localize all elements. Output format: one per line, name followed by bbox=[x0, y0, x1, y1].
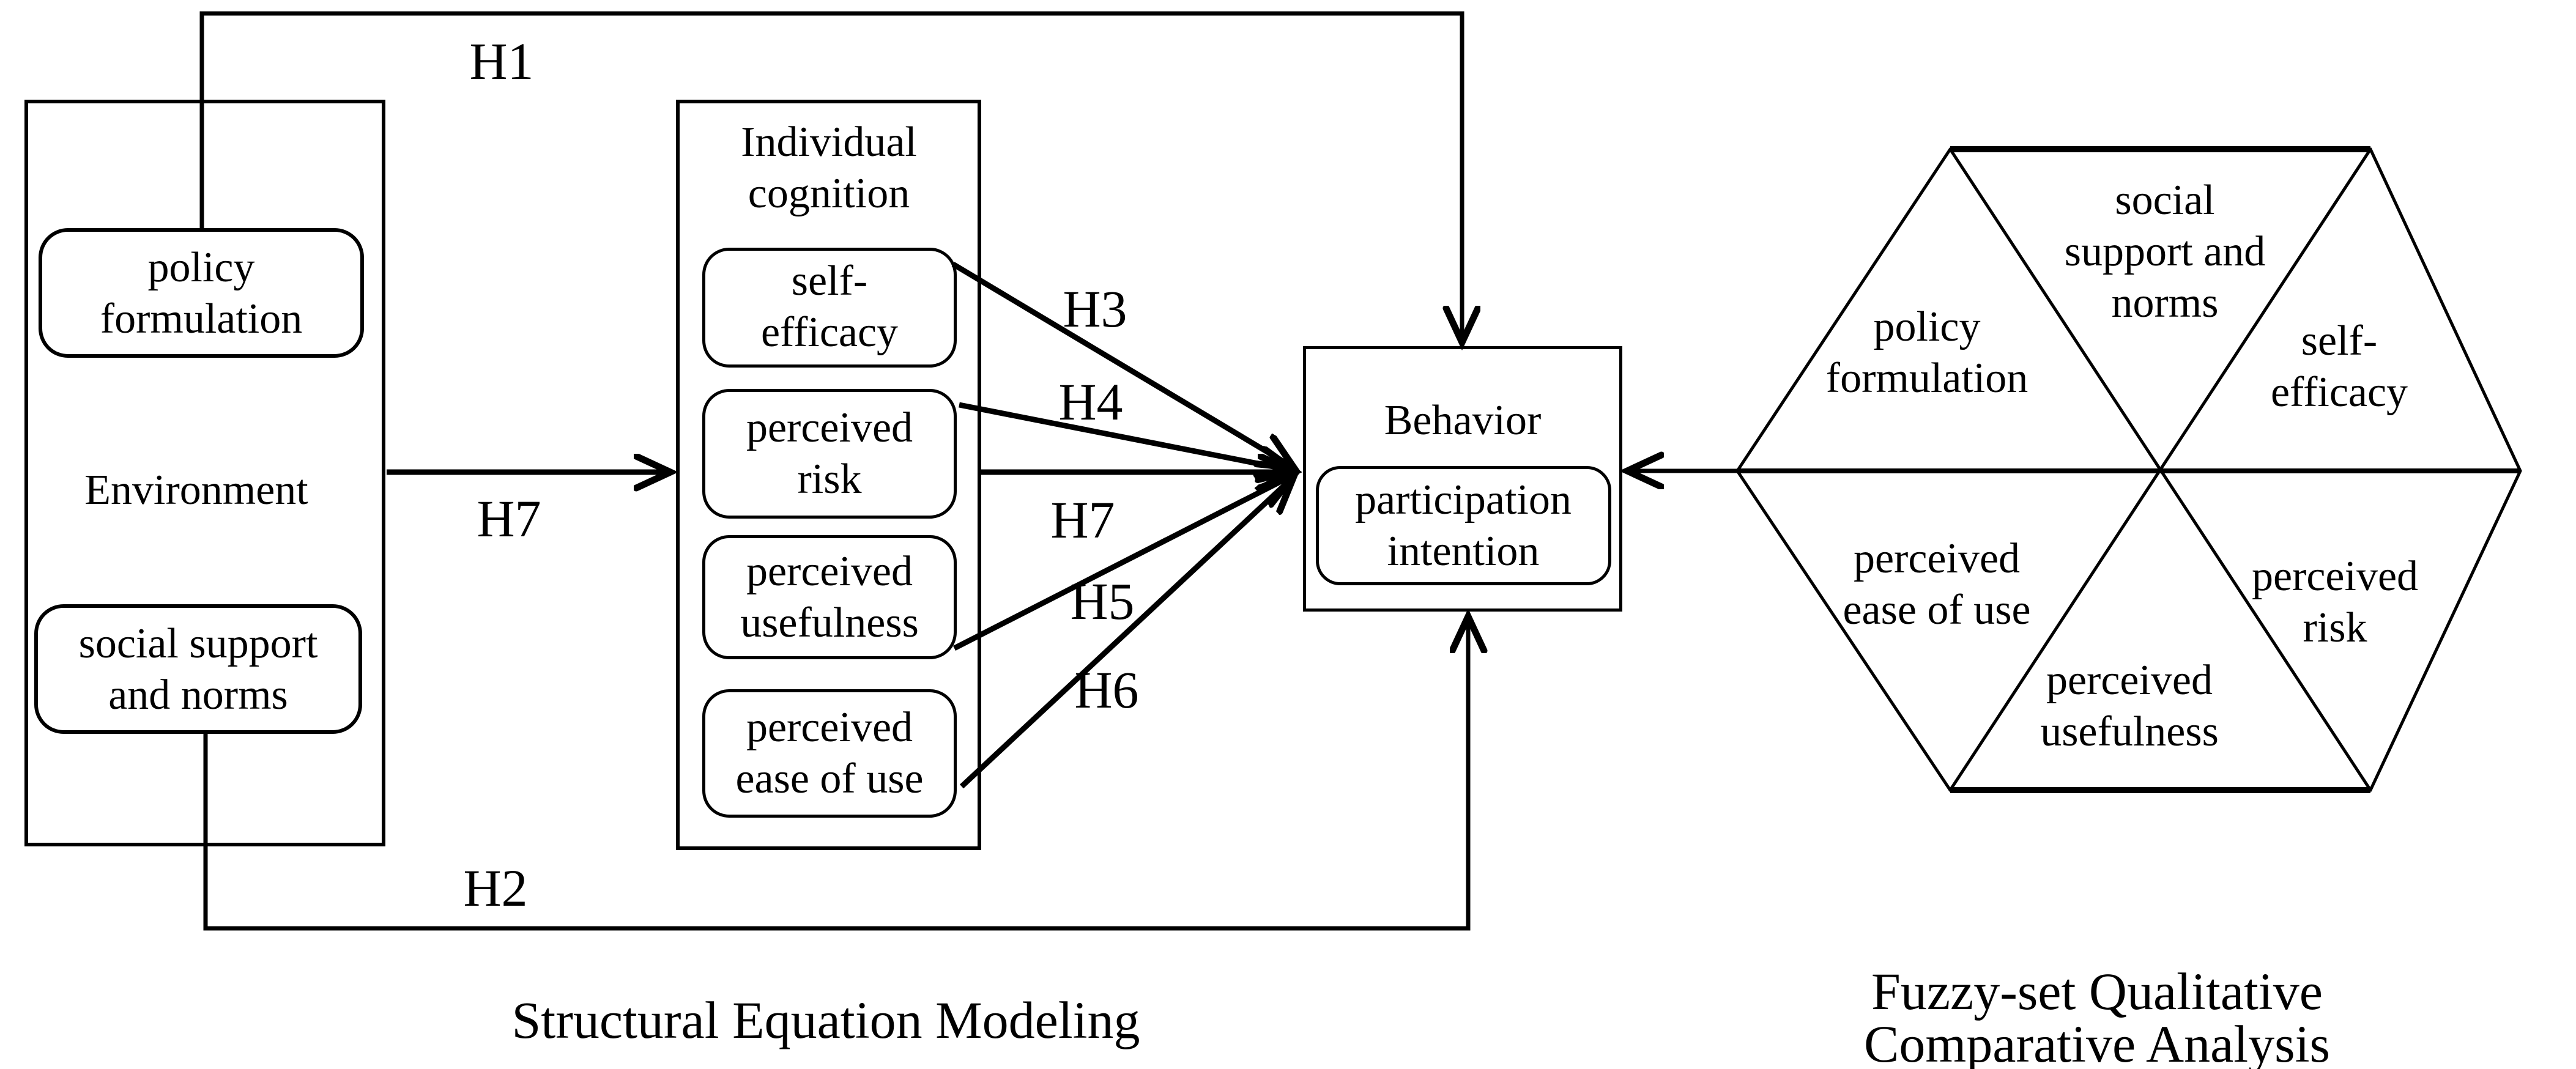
hex-perceived-risk-label: perceived risk bbox=[2251, 553, 2419, 651]
h2-connector-arrow bbox=[203, 619, 1468, 931]
environment-title: Environment bbox=[84, 467, 308, 514]
h7-cognition-label: H7 bbox=[1050, 490, 1115, 549]
perceived-risk-label: perceived risk bbox=[746, 404, 913, 503]
perceived-ease-of-use-node bbox=[702, 689, 957, 818]
h4-arrow bbox=[959, 402, 1292, 470]
h6-label: H6 bbox=[1074, 660, 1139, 719]
hex-self-efficacy-label: self- efficacy bbox=[2270, 317, 2408, 416]
fsqca-caption: Fuzzy-set Qualitative Comparative Analys… bbox=[1864, 962, 2330, 1069]
perceived-ease-of-use-label: perceived ease of use bbox=[735, 704, 924, 802]
policy-formulation-label: policy formulation bbox=[100, 244, 303, 342]
h3-arrow bbox=[951, 262, 1292, 467]
h4-label: H4 bbox=[1058, 372, 1123, 431]
sem-caption: Structural Equation Modeling bbox=[511, 991, 1140, 1049]
hexagon-diagonal-divider-2 bbox=[1948, 148, 2372, 791]
h1-label: H1 bbox=[469, 32, 534, 91]
perceived-usefulness-label: perceived usefulness bbox=[740, 548, 919, 646]
h1-connector-arrow bbox=[199, 11, 1462, 340]
behavior-title: Behavior bbox=[1384, 397, 1542, 444]
hex-social-support-and-norms-label: social support and norms bbox=[2064, 177, 2266, 327]
policy-formulation-node bbox=[39, 228, 364, 358]
h7-environment-label: H7 bbox=[477, 489, 541, 548]
self-efficacy-label: self- efficacy bbox=[760, 257, 899, 356]
hex-perceived-usefulness-label: perceived usefulness bbox=[2040, 657, 2219, 755]
participation-intention-label: participation intention bbox=[1355, 476, 1572, 575]
participation-intention-node bbox=[1316, 466, 1611, 585]
hex-perceived-ease-of-use-label: perceived ease of use bbox=[1843, 535, 2031, 634]
h3-label: H3 bbox=[1063, 279, 1127, 338]
h5-arrow bbox=[952, 476, 1292, 651]
individual-cognition-title: Individual cognition bbox=[741, 119, 917, 217]
perceived-risk-node bbox=[702, 389, 957, 519]
h2-label: H2 bbox=[463, 859, 528, 917]
social-support-and-norms-node bbox=[34, 604, 362, 734]
self-efficacy-node bbox=[702, 248, 957, 368]
h5-label: H5 bbox=[1070, 572, 1135, 631]
social-support-and-norms-label: social support and norms bbox=[78, 620, 318, 719]
hex-policy-formulation-label: policy formulation bbox=[1825, 303, 2029, 402]
h6-arrow bbox=[959, 478, 1292, 789]
perceived-usefulness-node bbox=[702, 535, 957, 659]
